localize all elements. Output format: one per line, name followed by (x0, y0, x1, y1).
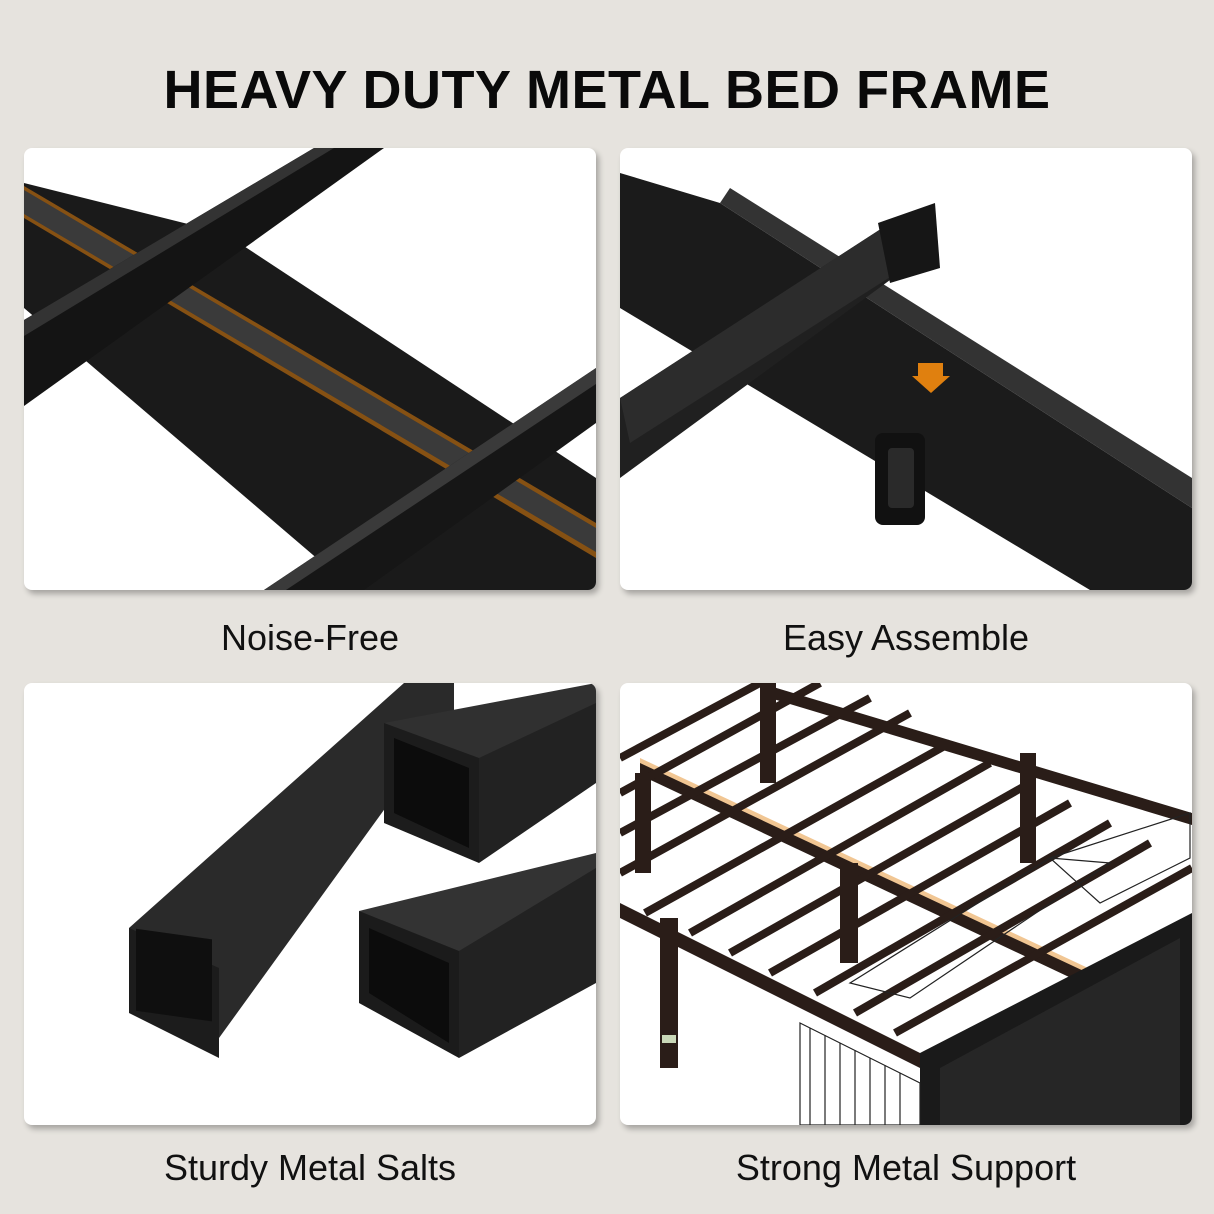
bed-frame-image (620, 683, 1192, 1125)
panel-noise-free (24, 148, 596, 590)
caption-noise-free: Noise-Free (220, 617, 400, 658)
caption-strong-support: Strong Metal Support (735, 1147, 1077, 1188)
bracket-assembly-image (620, 173, 1192, 590)
panel-strong-support (620, 683, 1192, 1125)
crossed-bars-image (24, 148, 596, 590)
arrow-down-icon (912, 363, 950, 393)
panel-easy-assemble (620, 148, 1192, 590)
caption-easy-assemble: Easy Assemble (782, 617, 1030, 658)
steel-tubes-image (129, 683, 596, 1058)
caption-sturdy-slats: Sturdy Metal Salts (163, 1147, 457, 1188)
page-title: HEAVY DUTY METAL BED FRAME (163, 60, 1051, 120)
panel-sturdy-slats (24, 683, 596, 1125)
